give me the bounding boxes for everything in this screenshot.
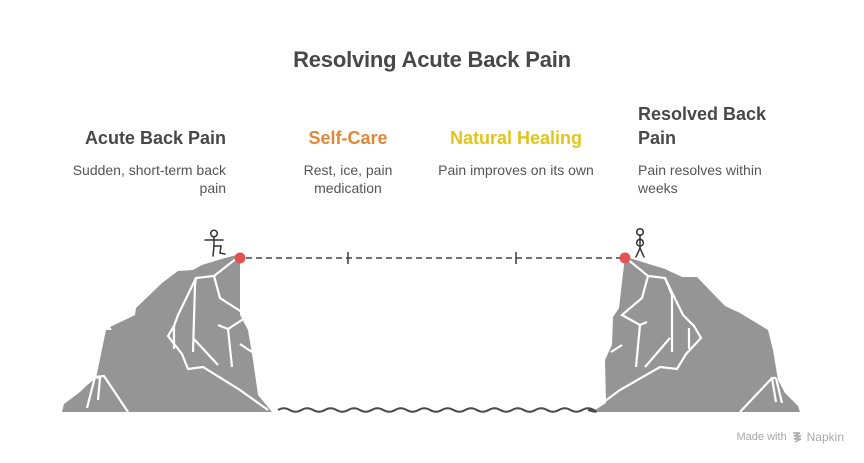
watermark-prefix: Made with	[736, 431, 787, 443]
stage-title-natural-healing: Natural Healing	[449, 128, 583, 148]
right-cliff-silhouette	[592, 258, 800, 412]
stage-title-resolved-back-pain: Resolved Back Pain	[638, 104, 767, 148]
stage-title-acute-back-pain: Acute Back Pain	[84, 128, 226, 148]
left-cliff-silhouette	[62, 255, 272, 412]
start-marker	[234, 252, 246, 264]
end-marker	[619, 252, 631, 264]
right-cliff	[589, 257, 800, 413]
stage-desc-self-care: Rest, ice, pain medication	[303, 162, 393, 196]
watermark: Made with Napkin	[737, 430, 845, 444]
watermark-brand: Napkin	[806, 430, 844, 444]
left-cliff	[62, 255, 272, 413]
stage-desc-resolved-back-pain: Pain resolves within weeks	[638, 162, 762, 196]
napkin-logo-icon	[792, 432, 801, 443]
left-cliff-cracks	[85, 257, 269, 413]
water-wave	[277, 407, 597, 413]
stick-figure-standing-icon	[635, 227, 645, 258]
stage-desc-acute-back-pain: Sudden, short-term back pain	[72, 162, 226, 196]
stage-title-self-care: Self-Care	[308, 128, 388, 148]
stage-desc-natural-healing: Pain improves on its own	[438, 162, 594, 178]
diagram-title: Resolving Acute Back Pain	[293, 47, 571, 72]
stick-figure-stepping-icon	[204, 229, 226, 257]
right-cliff-cracks	[589, 257, 784, 413]
